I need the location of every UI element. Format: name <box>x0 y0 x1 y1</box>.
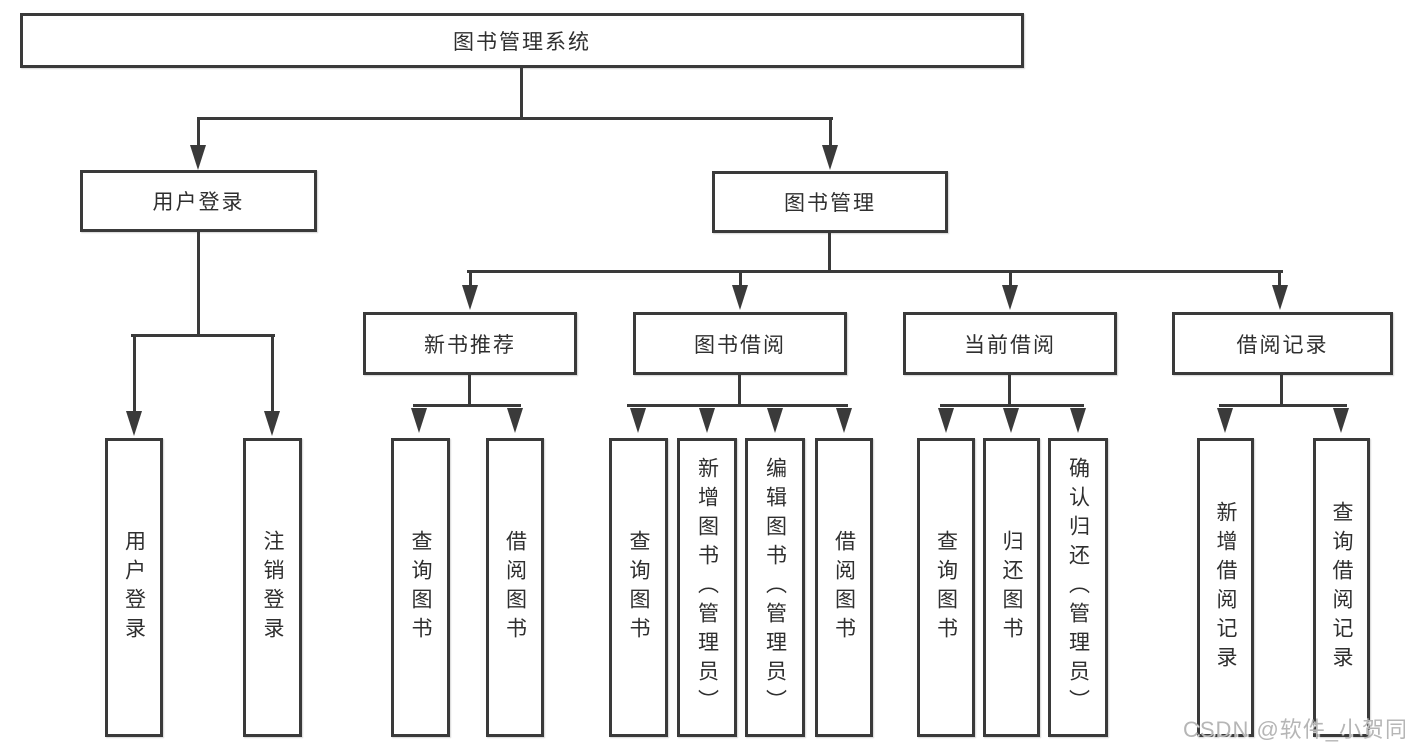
leaf-confirm-return-admin: 确认归还（管理员） <box>1048 438 1108 737</box>
arrow-down-icon <box>190 145 206 170</box>
arrow-down-icon <box>767 408 783 433</box>
leaf-label: 用户登录 <box>122 529 146 646</box>
connector-stem <box>468 375 471 405</box>
leaf-label: 查询图书 <box>627 529 650 646</box>
connector-stem <box>271 336 274 414</box>
leaf-add-books-admin: 新增图书（管理员） <box>677 438 737 737</box>
arrow-down-icon <box>822 145 838 170</box>
leaf-label: 确认归还（管理员） <box>1066 457 1090 718</box>
connector-horizontal <box>627 404 848 407</box>
leaf-query-borrow-record: 查询借阅记录 <box>1313 438 1370 737</box>
leaf-edit-books-admin: 编辑图书（管理员） <box>745 438 805 737</box>
arrow-down-icon <box>938 408 954 433</box>
connector-trunk <box>520 67 523 118</box>
leaf-logout: 注销登录 <box>243 438 302 737</box>
arrow-down-icon <box>126 411 142 436</box>
connector-stem <box>197 118 200 150</box>
connector-stem <box>739 271 742 288</box>
arrow-down-icon <box>507 408 523 433</box>
leaf-label: 新增图书（管理员） <box>695 457 719 718</box>
connector-horizontal <box>131 334 275 337</box>
node-book-borrowing: 图书借阅 <box>633 312 847 375</box>
arrow-down-icon <box>1217 408 1233 433</box>
arrow-down-icon <box>699 408 715 433</box>
leaf-label: 查询借阅记录 <box>1330 500 1353 675</box>
connector-horizontal <box>467 270 1283 273</box>
node-user-login: 用户登录 <box>80 170 317 232</box>
arrow-down-icon <box>411 408 427 433</box>
connector-stem <box>1278 271 1281 288</box>
leaf-borrow-books-recommend: 借阅图书 <box>486 438 544 737</box>
node-book-management: 图书管理 <box>712 171 948 233</box>
node-current-borrowing: 当前借阅 <box>903 312 1117 375</box>
leaf-label: 借阅图书 <box>503 529 527 646</box>
node-borrowing-records: 借阅记录 <box>1172 312 1393 375</box>
arrow-down-icon <box>836 408 852 433</box>
leaf-label: 注销登录 <box>261 529 284 646</box>
leaf-label: 归还图书 <box>1000 529 1023 646</box>
node-new-book-recommendation: 新书推荐 <box>363 312 577 375</box>
connector-stem <box>469 271 472 288</box>
leaf-return-books: 归还图书 <box>983 438 1040 737</box>
arrow-down-icon <box>1333 408 1349 433</box>
connector-stem <box>1280 375 1283 405</box>
leaf-user-login: 用户登录 <box>105 438 163 737</box>
arrow-down-icon <box>1070 408 1086 433</box>
leaf-query-books-recommend: 查询图书 <box>391 438 450 737</box>
arrow-down-icon <box>1003 408 1019 433</box>
connector-stem <box>1008 375 1011 405</box>
connector-stem <box>133 336 136 414</box>
leaf-label: 编辑图书（管理员） <box>763 457 787 718</box>
leaf-label: 新增借阅记录 <box>1214 500 1237 675</box>
arrow-down-icon <box>1002 285 1018 310</box>
connector-stem <box>828 233 831 271</box>
connector-stem <box>1009 271 1012 288</box>
leaf-query-books-current: 查询图书 <box>917 438 975 737</box>
connector-stem <box>829 118 832 150</box>
arrow-down-icon <box>732 285 748 310</box>
connector-level1-horizontal <box>197 117 833 120</box>
connector-stem <box>738 375 741 405</box>
leaf-label: 查询图书 <box>409 529 432 646</box>
leaf-add-borrow-record: 新增借阅记录 <box>1197 438 1254 737</box>
leaf-query-books-borrow: 查询图书 <box>609 438 668 737</box>
connector-stem <box>197 232 200 335</box>
leaf-label: 借阅图书 <box>832 529 856 646</box>
arrow-down-icon <box>462 285 478 310</box>
csdn-watermark: CSDN @软件_小贺同学 <box>1183 717 1405 742</box>
arrow-down-icon <box>1272 285 1288 310</box>
connector-horizontal <box>940 404 1084 407</box>
node-library-system: 图书管理系统 <box>20 13 1024 68</box>
leaf-borrow-books: 借阅图书 <box>815 438 873 737</box>
connector-horizontal <box>413 404 521 407</box>
connector-horizontal <box>1219 404 1347 407</box>
arrow-down-icon <box>630 408 646 433</box>
leaf-label: 查询图书 <box>934 529 958 646</box>
arrow-down-icon <box>264 411 280 436</box>
